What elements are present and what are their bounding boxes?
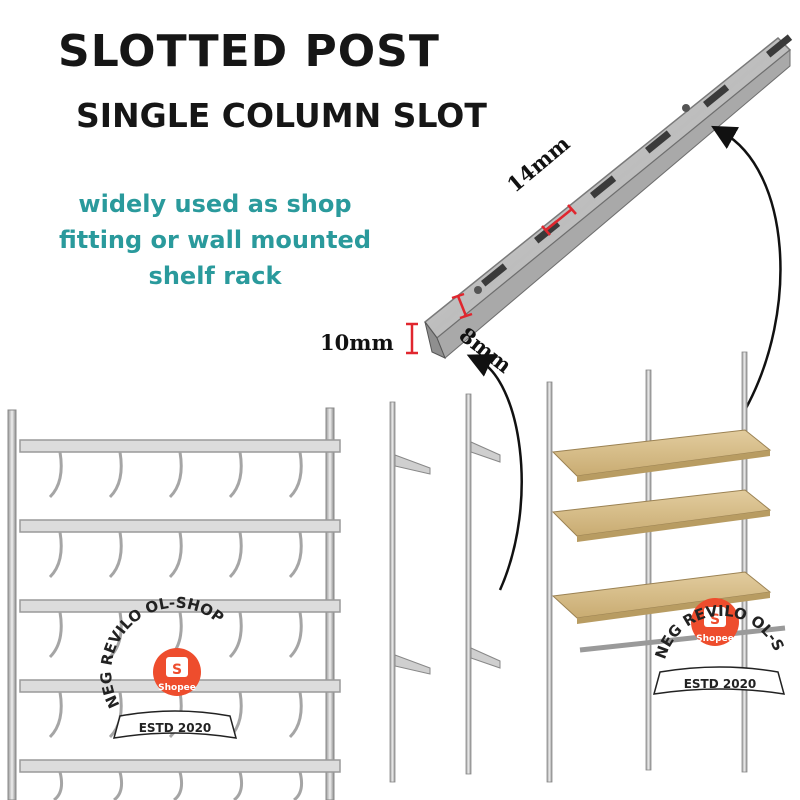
shopee-logo-text-right: Shopee <box>696 634 734 644</box>
shopee-logo-letter-right: S <box>710 612 720 628</box>
title: SLOTTED POST <box>58 26 440 77</box>
description-line-3: shelf rack <box>148 262 282 290</box>
description-line-1: widely used as shop <box>78 190 352 218</box>
subtitle: SINGLE COLUMN SLOT <box>76 96 487 135</box>
slotted-post-closeup <box>423 34 793 359</box>
estd-label-right: ESTD 2020 <box>684 677 757 691</box>
curved-arrow-middle <box>466 354 523 591</box>
description-line-2: fitting or wall mounted <box>58 226 372 254</box>
depth-label: 10mm <box>320 330 394 355</box>
post-with-brackets-image <box>389 393 501 783</box>
wooden-shelf-unit-image <box>546 351 786 783</box>
shopee-logo-letter-left: S <box>172 662 182 678</box>
estd-label-left: ESTD 2020 <box>139 721 212 735</box>
shopee-logo-text-left: Shopee <box>158 683 196 693</box>
curved-arrow-right <box>711 125 782 411</box>
description: widely used as shop fitting or wall moun… <box>40 186 390 294</box>
dimension-markers <box>406 204 577 355</box>
shop-watermark-left: S Shopee ESTD 2020 NEG REVILO OL-SHOP <box>97 594 238 739</box>
